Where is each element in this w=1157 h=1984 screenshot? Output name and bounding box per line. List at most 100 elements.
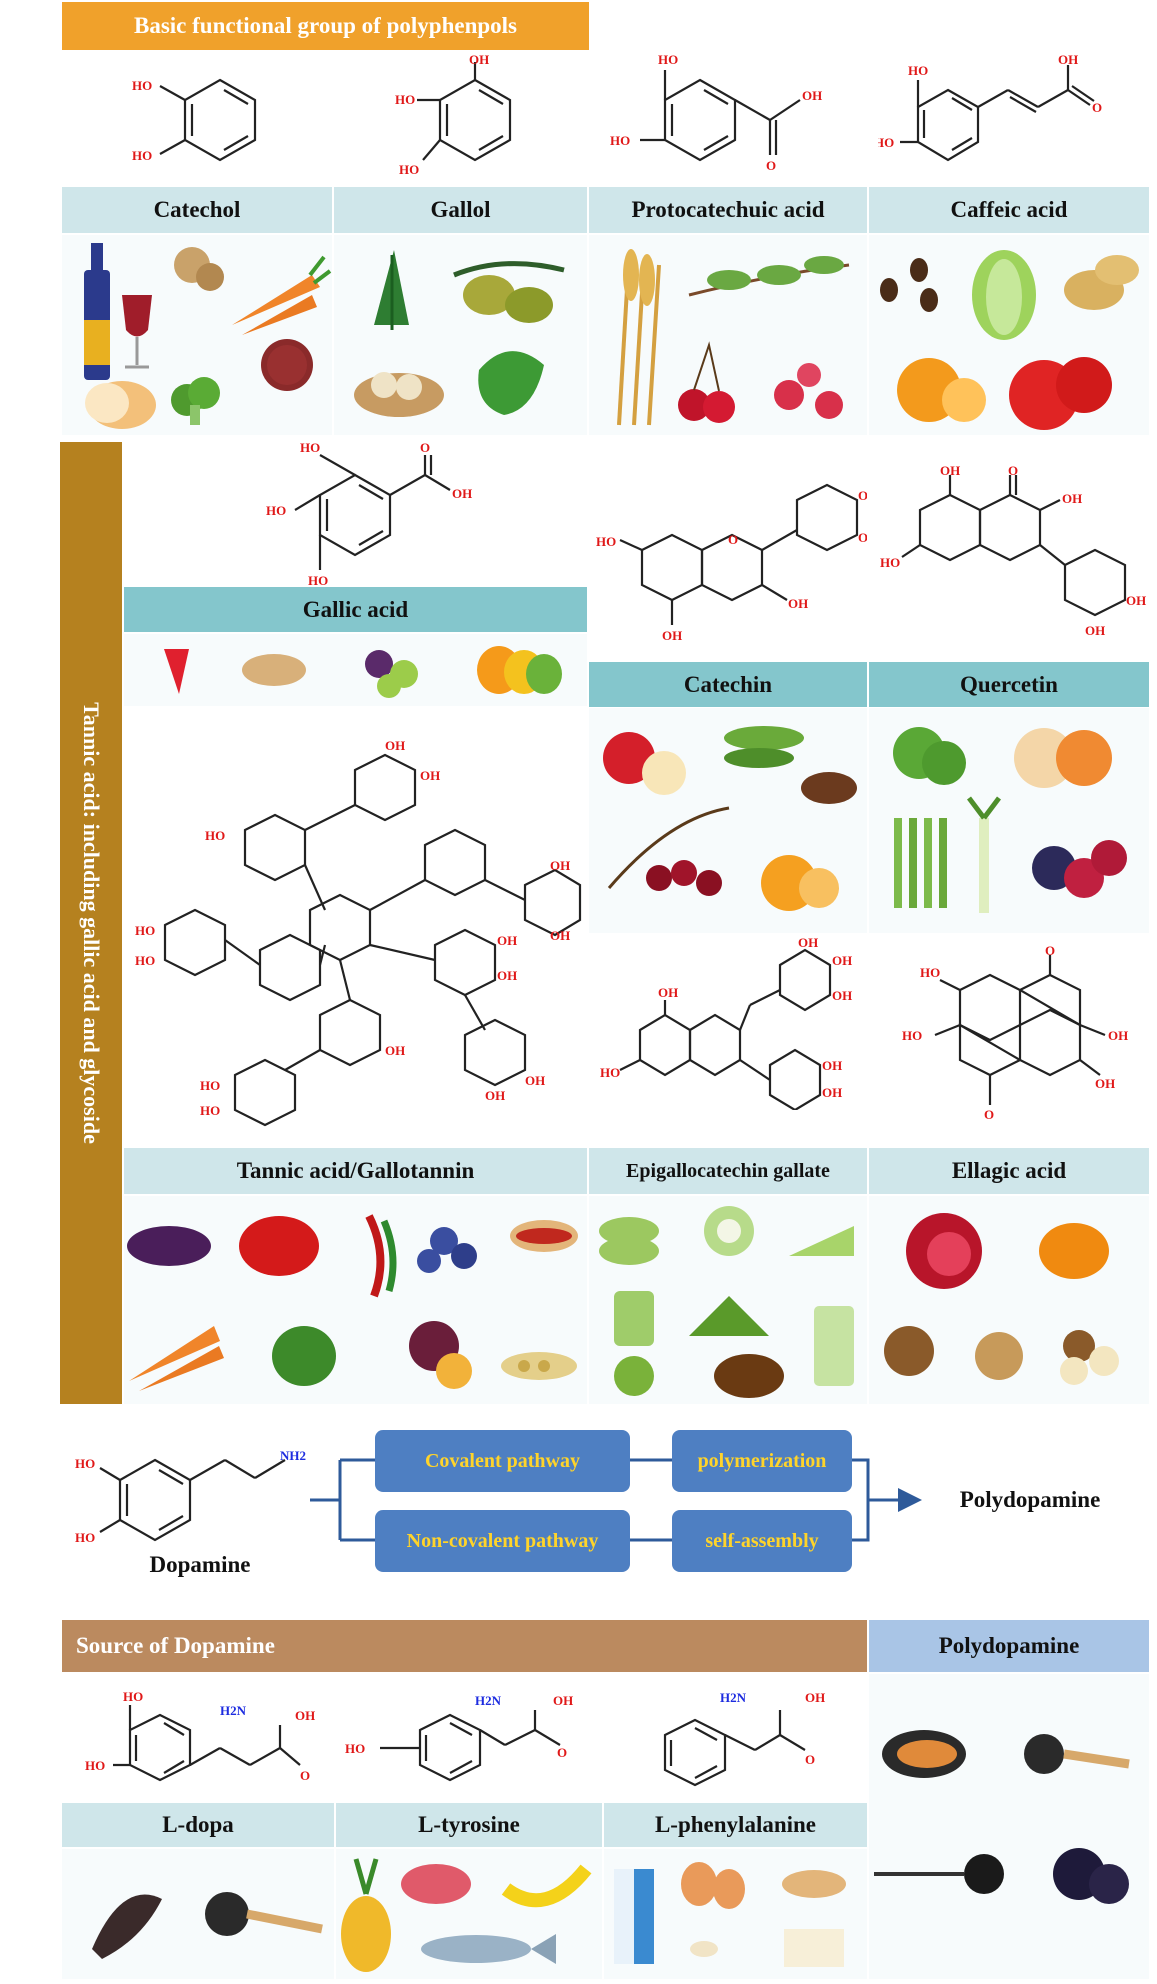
apricot-icon — [761, 855, 839, 911]
polydopamine-product-label: Polydopamine — [959, 1487, 1101, 1512]
food-panel-protocatechuic — [589, 235, 867, 435]
ho-label: HO — [610, 133, 630, 148]
ho-label: HO — [85, 1758, 105, 1773]
seed-spoon-icon — [205, 1892, 323, 1936]
polymerization-box: polymerization — [672, 1430, 852, 1492]
food-panel-ellagic — [869, 1196, 1149, 1404]
coffee-bean-icon — [880, 258, 938, 312]
onion-icon — [1014, 728, 1112, 788]
walnut-icon — [975, 1332, 1023, 1380]
arrow-icon — [898, 1488, 922, 1512]
wine-glass-icon — [122, 295, 152, 369]
ho-label: HO — [75, 1456, 95, 1471]
tannic-side-label: Tannic acid: including gallic acid and g… — [60, 442, 122, 1404]
top-header: Basic functional group of polyphenpols — [62, 2, 589, 50]
broccoli-icon — [171, 377, 220, 425]
label-protocatechuic-acid: Protocatechuic acid — [589, 187, 867, 233]
o-label: O — [984, 1107, 994, 1122]
ellagic-acid-structure: HO HO OH OH O O — [880, 945, 1150, 1130]
o-label: O — [1092, 100, 1102, 115]
oh-label: OH — [788, 596, 808, 611]
ho-label: HO — [658, 52, 678, 67]
oh-label: OH — [385, 1043, 405, 1058]
oh-label: OH — [550, 928, 570, 943]
oh-label: OH — [658, 985, 678, 1000]
ginger-icon — [242, 654, 306, 686]
ho-label: HO — [308, 573, 328, 588]
black-sesame-spoon-icon — [874, 1854, 1004, 1894]
green-leaf-icon — [478, 351, 544, 415]
oh-label: OH — [497, 968, 517, 983]
label-ellagic-acid: Ellagic acid — [869, 1148, 1149, 1194]
peanut-icon — [782, 1870, 846, 1898]
oh-label: OH — [662, 628, 682, 643]
o-label: O — [728, 532, 738, 547]
ho-label: HO — [135, 953, 155, 968]
leafy-branch-icon — [688, 256, 850, 297]
fish-icon — [421, 1934, 556, 1964]
oh-label: OH — [805, 1690, 825, 1705]
pathway-connectors — [310, 1458, 922, 1542]
ho-label: HO — [902, 1028, 922, 1043]
ho-label: HO — [399, 162, 419, 177]
ho-label: HO — [878, 135, 894, 150]
oh-label: OH — [485, 1088, 505, 1103]
almond-icon — [690, 1941, 718, 1957]
food-panel-catechol — [62, 235, 332, 435]
label-l-phenylalanine: L-phenylalanine — [604, 1803, 867, 1847]
plum-icon — [409, 1321, 472, 1389]
oh-label: OH — [550, 858, 570, 873]
oh-label: OH — [385, 738, 405, 753]
eggplant-icon — [127, 1226, 211, 1266]
walnut-icon — [174, 247, 224, 291]
label-caffeic-acid: Caffeic acid — [869, 187, 1149, 233]
ho-label: HO — [300, 440, 320, 455]
o-label: O — [766, 158, 776, 173]
berries-icon — [1032, 840, 1127, 898]
ho-label: HO — [75, 1530, 95, 1545]
onion-icon — [85, 381, 156, 429]
food-panel-l-tyrosine — [336, 1849, 602, 1979]
carrot-icon — [232, 255, 332, 335]
persimmon-icon — [1039, 1223, 1109, 1279]
fern-icon — [374, 250, 409, 330]
tomato-icon — [1009, 357, 1112, 430]
h2n-label: H2N — [475, 1693, 502, 1708]
ho-label: HO — [123, 1689, 143, 1704]
matcha-cake-icon — [789, 1226, 854, 1256]
oh-label: OH — [1085, 623, 1105, 638]
label-quercetin: Quercetin — [869, 662, 1149, 707]
hazelnut-icon — [884, 1326, 934, 1376]
label-gallic-acid: Gallic acid — [124, 587, 587, 632]
label-egcg: Epigallocatechin gallate — [589, 1148, 867, 1194]
oh-label: OH — [295, 1708, 315, 1723]
olive-icon — [453, 261, 565, 323]
ho-label: HO — [200, 1103, 220, 1118]
apple-icon — [603, 732, 686, 795]
cherry-icon — [678, 341, 735, 423]
matcha-powder-icon — [689, 1296, 769, 1336]
oh-label: OH — [553, 1693, 573, 1708]
soybean-icon — [501, 1352, 577, 1380]
wheat-icon — [617, 249, 661, 426]
oh-label: OH — [858, 530, 867, 545]
latte-glass-icon — [814, 1306, 854, 1386]
tannic-acid-structure: OH OH HO HO HO OH OH OH OH HO HO OH OH O… — [125, 710, 587, 1150]
oh-label: OH — [469, 52, 489, 67]
dopamine-label: Dopamine — [149, 1552, 251, 1577]
caffeic-structure: HO HO OH O — [878, 50, 1138, 180]
asparagus-icon — [894, 818, 947, 908]
egg-icon — [681, 1862, 745, 1909]
ho-label: HO — [920, 965, 940, 980]
ho-label: HO — [596, 534, 616, 549]
ho-label: HO — [908, 63, 928, 78]
o-label: O — [557, 1745, 567, 1760]
covalent-pathway-box: Covalent pathway — [375, 1430, 630, 1492]
self-assembly-box: self-assembly — [672, 1510, 852, 1572]
meat-icon — [401, 1864, 471, 1904]
food-panel-l-dopa — [62, 1849, 334, 1979]
catechin-structure: HO OH OH OH OH O — [592, 480, 867, 650]
oh-label: OH — [832, 988, 852, 1003]
strawberry-icon — [164, 649, 189, 694]
velvet-bean-icon — [92, 1894, 162, 1959]
